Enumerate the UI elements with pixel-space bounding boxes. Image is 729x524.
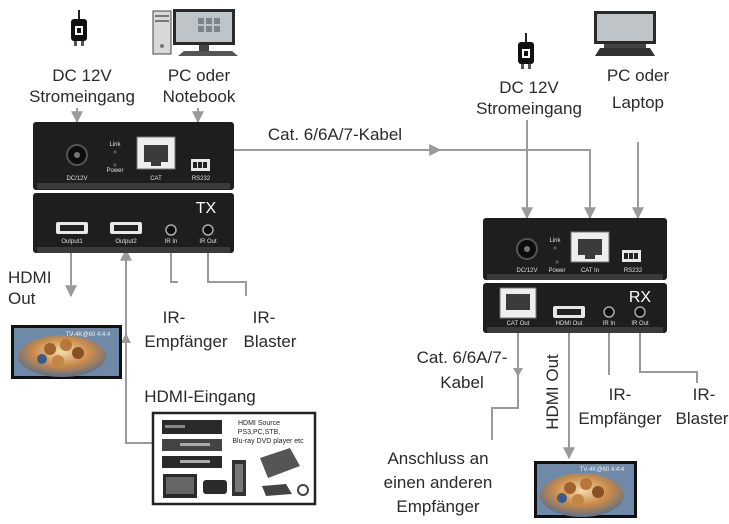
source-line-3: Blu-ray DVD player etc <box>232 438 304 445</box>
rx-link-label: Link <box>549 238 561 244</box>
tx-ir-receiver-label-1: IR- <box>163 308 186 327</box>
rx-rs232-label: RS232 <box>624 268 643 274</box>
tx-screen-text: TV-4K@60 4:4:4 <box>66 332 111 338</box>
rx-power-label-1: DC 12V <box>499 78 559 97</box>
rx-dc-port-label: DC/12V <box>516 268 537 274</box>
rx-ir-receiver-label-1: IR- <box>609 385 632 404</box>
tx-ir-blaster-label-2: Blaster <box>244 332 297 351</box>
rx-other-label-1: Anschluss an <box>387 449 488 468</box>
cable-arrowheads <box>121 333 523 377</box>
rx-screen-text: TV-4K@60 4:4:4 <box>580 467 625 473</box>
tx-ir-in-label: IR In <box>165 239 178 245</box>
tx-hdmi-in-label: HDMI-Eingang <box>144 387 256 406</box>
tx-power-led-label: Power <box>106 168 123 174</box>
rx-bottom-panel: RX CAT Out HDMI Out IR In IR Out <box>483 283 667 333</box>
tx-ir-out-cable <box>207 250 247 296</box>
rx-cat-out-label: CAT Out <box>507 321 530 327</box>
rx-pc-label-2: Laptop <box>612 93 664 112</box>
rx-hdmi-out-label: HDMI Out <box>543 354 562 430</box>
tx-tv-screen: TV-4K@60 4:4:4 <box>11 325 122 379</box>
hdmi-source-box: HDMI Source PS3,PC,STB, Blu-ray DVD play… <box>151 411 317 506</box>
rx-power-label-2: Stromeingang <box>476 99 582 118</box>
rx-pc-label-1: PC oder <box>607 66 670 85</box>
tx-pc-label-1: PC oder <box>168 66 231 85</box>
rx-other-label-3: Empfänger <box>396 497 479 516</box>
tx-ir-out-label: IR Out <box>199 239 217 245</box>
rx-cat-out-arrow <box>513 368 523 377</box>
tx-power-label-1: DC 12V <box>52 66 112 85</box>
tx-link-label: Link <box>109 142 121 148</box>
cat-cable-rx-drop <box>440 149 596 220</box>
rx-ir-out-port <box>634 306 646 318</box>
rx-top-panel: DC/12V Link Power CAT In RS232 <box>483 218 667 280</box>
rx-ir-out-cable <box>639 330 698 383</box>
tx-output2-label: Output2 <box>115 239 137 245</box>
rx-hdmi-out-port-label: HDMI Out <box>556 321 583 327</box>
tx-ir-in-port <box>165 224 177 236</box>
rx-ir-blaster-label-2: Blaster <box>676 409 729 428</box>
tx-pc-label-2: Notebook <box>163 87 236 106</box>
tx-ir-blaster-label-1: IR- <box>253 308 276 327</box>
tx-hdmi-out-label-2: Out <box>8 289 36 308</box>
tx-bottom-panel: TX Output1 Output2 IR In IR Out <box>33 193 234 253</box>
rx-badge: RX <box>629 289 652 306</box>
rx-pc-icon <box>594 11 656 56</box>
tx-top-panel: DC/12V Link Power CAT RS232 <box>33 122 234 190</box>
rx-cat-out-cable <box>491 330 519 440</box>
rx-power-led-label: Power <box>548 268 565 274</box>
rx-ir-in-label: IR In <box>603 321 616 327</box>
source-line-1: HDMI Source <box>238 420 280 427</box>
tx-power-adapter-icon <box>71 10 87 46</box>
tx-ir-receiver-label-2: Empfänger <box>144 332 227 351</box>
tx-hdmi-out-label-1: HDMI <box>8 268 51 287</box>
tx-power-label-2: Stromeingang <box>29 87 135 106</box>
tx-cat-port-label: CAT <box>150 176 162 182</box>
cable-label: Cat. 6/6A/7-Kabel <box>268 125 402 144</box>
source-line-2: PS3,PC,STB, <box>238 429 280 436</box>
tx-ir-out-port <box>202 224 214 236</box>
rx-other-label-2: einen anderen <box>384 473 493 492</box>
tx-hdmi-in-arrow <box>121 333 131 343</box>
rx-cat-in-label: CAT In <box>581 268 599 274</box>
rx-power-adapter-icon <box>518 33 534 69</box>
rx-cat-label-1: Cat. 6/6A/7- <box>417 348 508 367</box>
rx-ir-receiver-label-2: Empfänger <box>578 409 661 428</box>
tx-output1-label: Output1 <box>61 239 83 245</box>
tx-rs232-label: RS232 <box>192 176 211 182</box>
tx-badge: TX <box>196 200 217 217</box>
rx-ir-in-port <box>603 306 615 318</box>
tx-pc-icon <box>152 9 238 56</box>
rx-ir-out-label: IR Out <box>631 321 649 327</box>
rx-tv-screen: TV-4K@60 4:4:4 <box>534 461 637 518</box>
rx-cat-label-2: Kabel <box>440 373 483 392</box>
tx-ir-in-cable <box>170 250 178 283</box>
rx-ir-blaster-label-1: IR- <box>693 385 716 404</box>
tx-hdmi-in-cable <box>120 248 162 444</box>
tx-dc-port-label: DC/12V <box>66 176 87 182</box>
